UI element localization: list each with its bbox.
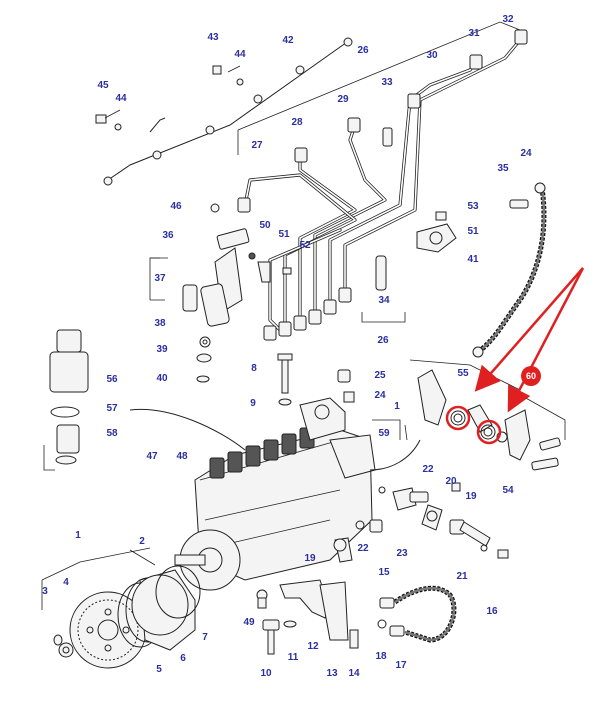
part-label-43: 43 bbox=[207, 32, 219, 43]
part-label-27: 27 bbox=[251, 140, 263, 151]
part-label-46: 46 bbox=[170, 201, 182, 212]
leak-off-line bbox=[95, 37, 353, 186]
part-label-30: 30 bbox=[426, 50, 438, 61]
part-label-19: 19 bbox=[304, 553, 316, 564]
part-label-51: 51 bbox=[278, 229, 290, 240]
part-label-53: 53 bbox=[467, 201, 479, 212]
part-label-41: 41 bbox=[467, 254, 479, 265]
part-label-26: 26 bbox=[357, 45, 369, 56]
part-label-51: 51 bbox=[467, 226, 479, 237]
part-label-49: 49 bbox=[243, 617, 255, 628]
part-label-31: 31 bbox=[468, 28, 480, 39]
part-label-52: 52 bbox=[299, 240, 311, 251]
part-label-37: 37 bbox=[154, 273, 166, 284]
part-label-57: 57 bbox=[106, 403, 118, 414]
bracket-and-seals bbox=[409, 359, 566, 471]
part-label-8: 8 bbox=[251, 363, 257, 374]
injector-assembly bbox=[149, 203, 292, 383]
fuel-hoses bbox=[377, 182, 547, 643]
part-label-12: 12 bbox=[307, 641, 319, 652]
part-label-1: 1 bbox=[394, 401, 400, 412]
part-label-20: 20 bbox=[445, 476, 457, 487]
callout-60-label: 60 bbox=[526, 371, 536, 381]
part-label-3: 3 bbox=[42, 586, 48, 597]
part-label-55: 55 bbox=[457, 368, 469, 379]
part-label-26: 26 bbox=[377, 335, 389, 346]
part-label-36: 36 bbox=[162, 230, 174, 241]
part-label-16: 16 bbox=[486, 606, 498, 617]
part-label-10: 10 bbox=[260, 668, 272, 679]
injector-pipe-set bbox=[149, 21, 528, 341]
part-label-35: 35 bbox=[497, 163, 509, 174]
part-label-44: 44 bbox=[115, 93, 127, 104]
bottom-fittings bbox=[256, 537, 359, 655]
part-label-5: 5 bbox=[156, 664, 162, 675]
part-label-50: 50 bbox=[259, 220, 271, 231]
part-label-38: 38 bbox=[154, 318, 166, 329]
right-side-fittings bbox=[355, 211, 509, 559]
part-label-2: 2 bbox=[139, 536, 145, 547]
part-label-22: 22 bbox=[422, 464, 434, 475]
part-label-24: 24 bbox=[374, 390, 386, 401]
part-label-29: 29 bbox=[337, 94, 349, 105]
part-label-9: 9 bbox=[250, 398, 256, 409]
part-label-22: 22 bbox=[357, 543, 369, 554]
part-label-21: 21 bbox=[456, 571, 468, 582]
drive-gear-group bbox=[41, 547, 201, 669]
part-label-6: 6 bbox=[180, 653, 186, 664]
callout-60-badge bbox=[521, 366, 541, 386]
part-label-40: 40 bbox=[156, 373, 168, 384]
part-label-33: 33 bbox=[381, 77, 393, 88]
part-label-25: 25 bbox=[374, 370, 386, 381]
part-label-13: 13 bbox=[326, 668, 338, 679]
part-label-23: 23 bbox=[396, 548, 408, 559]
part-label-24: 24 bbox=[520, 148, 532, 159]
part-label-1: 1 bbox=[75, 530, 81, 541]
part-label-56: 56 bbox=[106, 374, 118, 385]
part-label-45: 45 bbox=[97, 80, 109, 91]
part-label-7: 7 bbox=[202, 632, 208, 643]
part-label-14: 14 bbox=[348, 668, 360, 679]
highlight-arrows: 60 bbox=[445, 267, 585, 445]
part-label-59: 59 bbox=[378, 428, 390, 439]
part-label-54: 54 bbox=[502, 485, 514, 496]
part-label-34: 34 bbox=[378, 295, 390, 306]
part-label-15: 15 bbox=[378, 567, 390, 578]
part-label-47: 47 bbox=[146, 451, 158, 462]
part-label-44: 44 bbox=[234, 49, 246, 60]
part-label-39: 39 bbox=[156, 344, 168, 355]
part-label-48: 48 bbox=[176, 451, 188, 462]
part-label-32: 32 bbox=[502, 14, 514, 25]
injection-pump bbox=[174, 353, 421, 591]
nozzle-holder bbox=[43, 329, 246, 471]
part-label-42: 42 bbox=[282, 35, 294, 46]
part-label-11: 11 bbox=[288, 652, 299, 663]
part-label-19: 19 bbox=[465, 491, 477, 502]
part-label-28: 28 bbox=[291, 117, 303, 128]
part-label-4: 4 bbox=[63, 577, 69, 588]
part-label-18: 18 bbox=[375, 651, 387, 662]
part-label-17: 17 bbox=[395, 660, 407, 671]
part-label-58: 58 bbox=[106, 428, 118, 439]
